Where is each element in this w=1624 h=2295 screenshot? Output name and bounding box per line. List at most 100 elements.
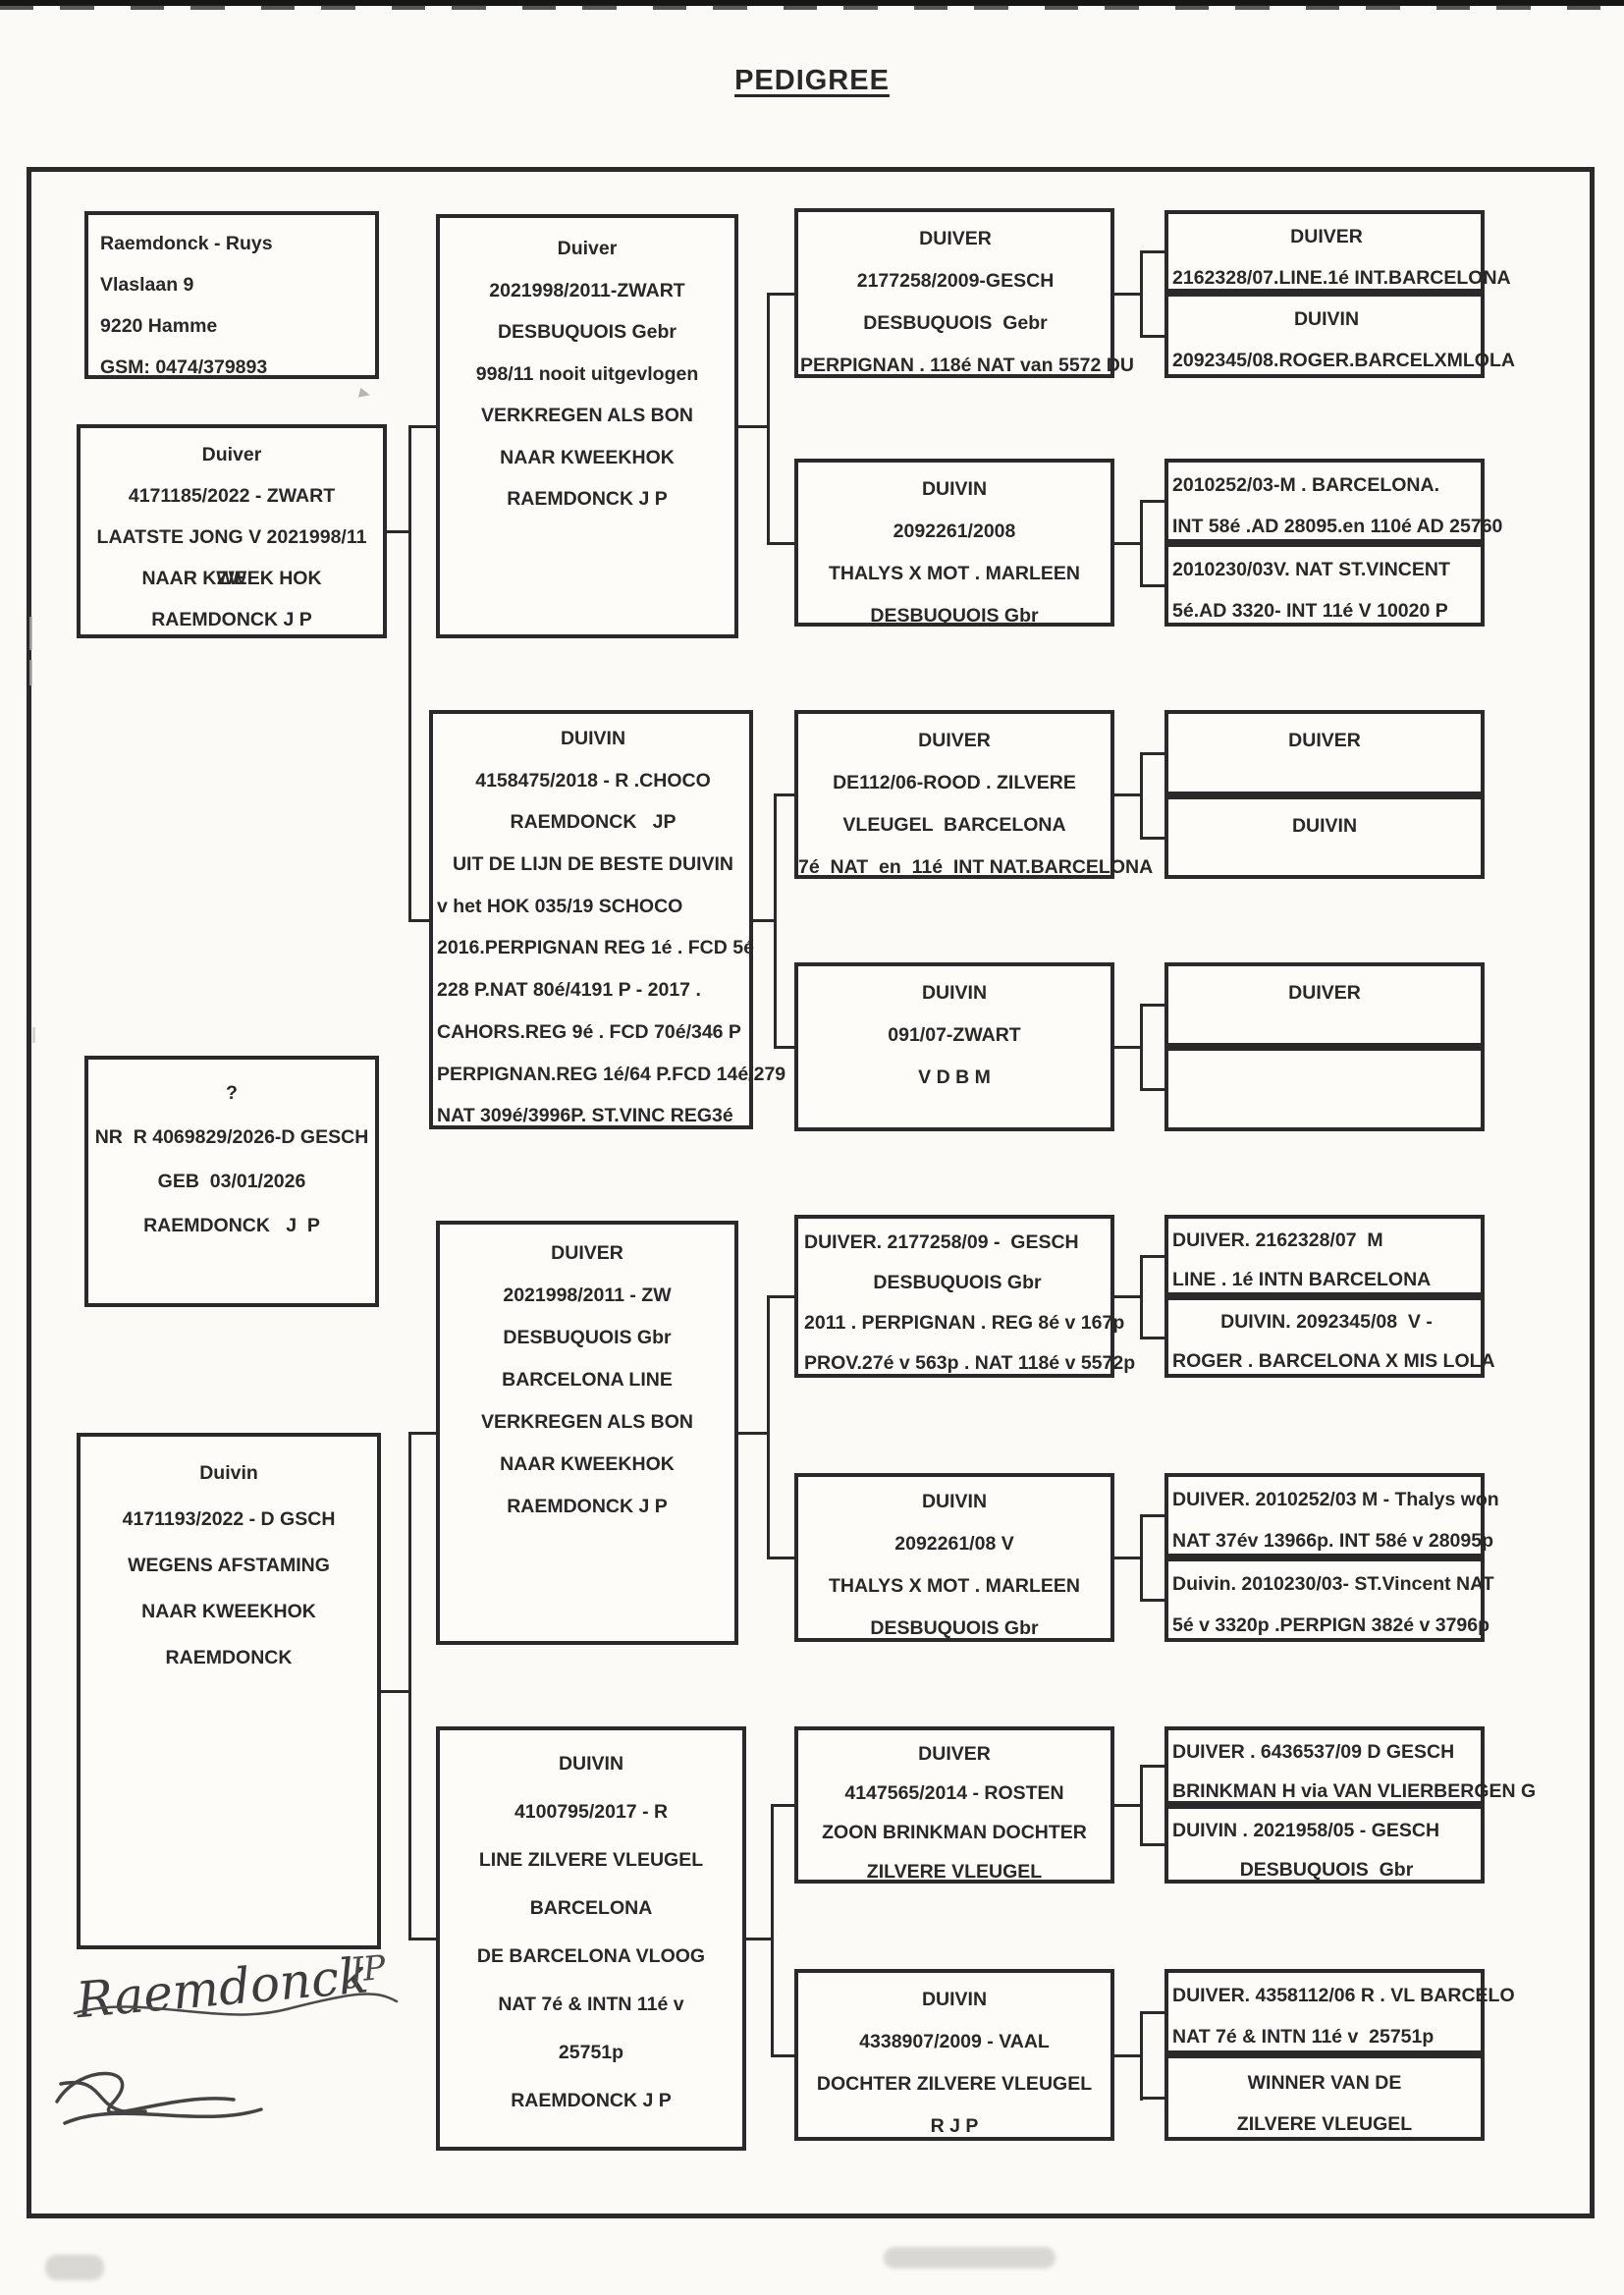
pedigree-box-b2-line: v het HOK 035/19 SCHOCO	[437, 895, 683, 917]
pedigree-box-d7a: DUIVER . 6436537/09 D GESCH BRINKMAN H vi…	[1164, 1726, 1536, 1805]
pedigree-box-c8-line: R J P	[930, 2115, 979, 2137]
connector-line	[1114, 793, 1140, 796]
pedigree-box-c8-line: DOCHTER ZILVERE VLEUGEL	[816, 2073, 1093, 2095]
pedigree-box-father-line: Duiver	[201, 444, 262, 465]
pedigree-box-father-line: LAATSTE JONG V 2021998/11 ZW	[96, 526, 367, 589]
pedigree-box-d7a-line: BRINKMAN H via VAN VLIERBERGEN G	[1172, 1780, 1537, 1802]
scan-smudge	[45, 2255, 104, 2280]
connector-line	[1140, 1255, 1143, 1339]
pedigree-box-b1-line: DESBUQUOIS Gebr	[497, 321, 677, 343]
pedigree-box-c5-line: PROV.27é v 563p . NAT 118é v 5572p	[804, 1352, 1136, 1374]
pedigree-box-d2b-line: 2010230/03V. NAT ST.VINCENT	[1172, 559, 1450, 580]
pedigree-box-b4-line: RAEMDONCK J P	[511, 2090, 672, 2111]
pedigree-box-d3b-line: DUIVIN	[1291, 815, 1358, 837]
connector-line	[1140, 335, 1164, 338]
pedigree-box-c6-line: THALYS X MOT . MARLEEN	[828, 1575, 1081, 1597]
pedigree-box-d1b-line: DUIVIN	[1293, 308, 1360, 330]
pedigree-box-b1-line: VERKREGEN ALS BON	[481, 405, 693, 426]
connector-line	[1140, 2011, 1164, 2014]
pedigree-box-c1-line: 2177258/2009-GESCH	[856, 270, 1055, 292]
connector-line	[1114, 1557, 1140, 1559]
pedigree-box-c6-line: DESBUQUOIS Gbr	[870, 1617, 1039, 1639]
pedigree-box-d5b-line: DUIVIN. 2092345/08 V -	[1220, 1311, 1433, 1333]
pedigree-box-b3-line: BARCELONA LINE	[502, 1369, 673, 1391]
connector-line	[767, 293, 794, 296]
pedigree-box-c8-line: DUIVIN	[921, 1989, 988, 2010]
pedigree-box-b4-line: LINE ZILVERE VLEUGEL	[478, 1849, 704, 1871]
pedigree-box-b2-line: NAT 309é/3996P. ST.VINC REG3é	[437, 1105, 733, 1127]
signature-name: Raemdonck	[73, 1946, 370, 2029]
pedigree-box-b2-line: CAHORS.REG 9é . FCD 70é/346 P	[437, 1020, 741, 1043]
pedigree-box-b3-line: NAAR KWEEKHOK	[500, 1453, 675, 1475]
pedigree-box-d7a-line: DUIVER . 6436537/09 D GESCH	[1172, 1741, 1455, 1763]
pedigree-box-b4-line: DUIVIN	[558, 1753, 624, 1775]
connector-line	[1140, 1514, 1164, 1517]
pedigree-box-d1a-line: 2162328/07.LINE.1é INT.BARCELONA	[1172, 267, 1511, 289]
connector-line	[1140, 584, 1164, 587]
connector-line	[1140, 837, 1164, 840]
pedigree-box-d6a-line: NAT 37év 13966p. INT 58é v 28095p	[1172, 1530, 1493, 1552]
connector-line	[1114, 293, 1140, 296]
pedigree-box-d6a-line: DUIVER. 2010252/03 M - Thalys won	[1172, 1489, 1499, 1510]
connector-line	[1140, 500, 1143, 587]
scanner-edge-artifact	[0, 0, 1624, 6]
connector-line	[1140, 500, 1164, 503]
connector-line	[1140, 2097, 1164, 2100]
pedigree-box-b4-line: DE BARCELONA VLOOG	[476, 1945, 706, 1967]
pedigree-box-d2a-line: 2010252/03-M . BARCELONA.	[1172, 474, 1440, 496]
connector-line	[767, 1557, 794, 1559]
pedigree-box-d7b: DUIVIN . 2021958/05 - GESCH DESBUQUOIS Gb…	[1164, 1805, 1485, 1884]
connector-line	[1140, 752, 1164, 755]
connector-line	[1140, 250, 1164, 253]
connector-line	[767, 1295, 770, 1559]
pedigree-box-d4a: DUIVER	[1164, 962, 1485, 1047]
connector-line	[408, 1432, 436, 1435]
pedigree-box-d4a-line: DUIVER	[1288, 982, 1361, 1004]
pedigree-box-c5-line: DESBUQUOIS Gbr	[873, 1272, 1042, 1293]
pedigree-box-unknown-line: GEB 03/01/2026	[157, 1171, 306, 1192]
page-title: PEDIGREE	[734, 65, 890, 96]
pedigree-box-c7-line: ZOON BRINKMAN DOCHTER	[822, 1822, 1087, 1843]
connector-line	[387, 530, 408, 533]
pedigree-box-d7b-line: DUIVIN . 2021958/05 - GESCH	[1172, 1820, 1440, 1841]
connector-line	[738, 425, 767, 428]
pedigree-box-c5-line: DUIVER. 2177258/09 - GESCH	[804, 1231, 1079, 1253]
connector-line	[408, 1432, 411, 1940]
pedigree-box-c4-line: 091/07-ZWART	[888, 1024, 1021, 1046]
connector-line	[746, 1938, 771, 1940]
connector-line	[1114, 1804, 1140, 1807]
pedigree-box-b2-line: 4158475/2018 - R .CHOCO	[475, 769, 711, 792]
pedigree-box-d8a-line: NAT 7é & INTN 11é v 25751p	[1172, 2026, 1435, 2048]
pedigree-box-b1-line: NAAR KWEEKHOK	[500, 446, 675, 468]
connector-line	[1140, 1337, 1164, 1339]
connector-line	[1140, 1514, 1143, 1602]
pedigree-box-c3-line: DE112/06-ROOD . ZILVERE	[833, 772, 1076, 793]
pedigree-box-d7b-line: DESBUQUOIS Gbr	[1239, 1859, 1414, 1881]
pedigree-box-d2b-line: 5é.AD 3320- INT 11é V 10020 P	[1172, 600, 1448, 622]
connector-line	[408, 1938, 436, 1940]
pedigree-box-c2-line: DESBUQUOIS Gbr	[870, 605, 1039, 627]
connector-line	[771, 1804, 774, 2057]
margin-mark	[32, 1027, 35, 1043]
pedigree-box-mother-line: RAEMDONCK	[165, 1647, 293, 1668]
pedigree-box-d1a-line: DUIVER	[1290, 226, 1363, 247]
connector-line	[774, 793, 794, 796]
pedigree-box-b3-line: RAEMDONCK J P	[507, 1496, 668, 1517]
pedigree-box-owner-line: GSM: 0474/379893	[100, 356, 268, 378]
connector-line	[1114, 2054, 1140, 2057]
